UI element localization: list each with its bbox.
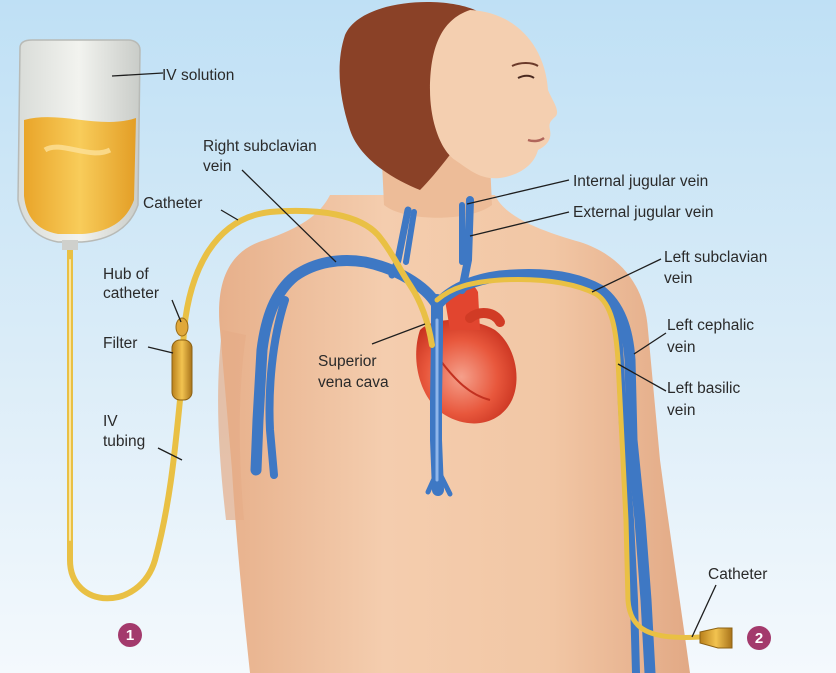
filter [172,340,192,400]
label-vena-cava: vena cava [318,374,389,391]
label-right-subclavian-vein: vein [203,158,231,175]
marker-1: 1 [118,623,142,647]
marker-2: 2 [747,626,771,650]
label-internal-jugular: Internal jugular vein [573,173,708,190]
label-left-cephalic: Left cephalic [667,317,754,334]
marker-2-text: 2 [755,630,763,647]
label-right-subclavian: Right subclavian [203,138,317,155]
label-external-jugular: External jugular vein [573,204,713,221]
label-catheter-top: Catheter [143,195,202,212]
label-iv-solution: IV solution [162,67,234,84]
catheter-hub [176,318,188,336]
label-superior: Superior [318,353,377,370]
label-hub-of: Hub of [103,266,149,283]
label-hub-catheter: catheter [103,285,159,302]
label-left-cephalic-vein: vein [667,339,695,356]
label-filter: Filter [103,335,137,352]
label-tubing: tubing [103,433,145,450]
iv-bag [18,40,140,250]
label-left-basilic: Left basilic [667,380,740,397]
marker-1-text: 1 [126,627,134,644]
label-left-basilic-vein: vein [667,402,695,419]
label-left-subclavian-vein: vein [664,270,692,287]
label-iv: IV [103,413,118,430]
label-left-subclavian: Left subclavian [664,249,767,266]
label-catheter-bottom: Catheter [708,566,767,583]
